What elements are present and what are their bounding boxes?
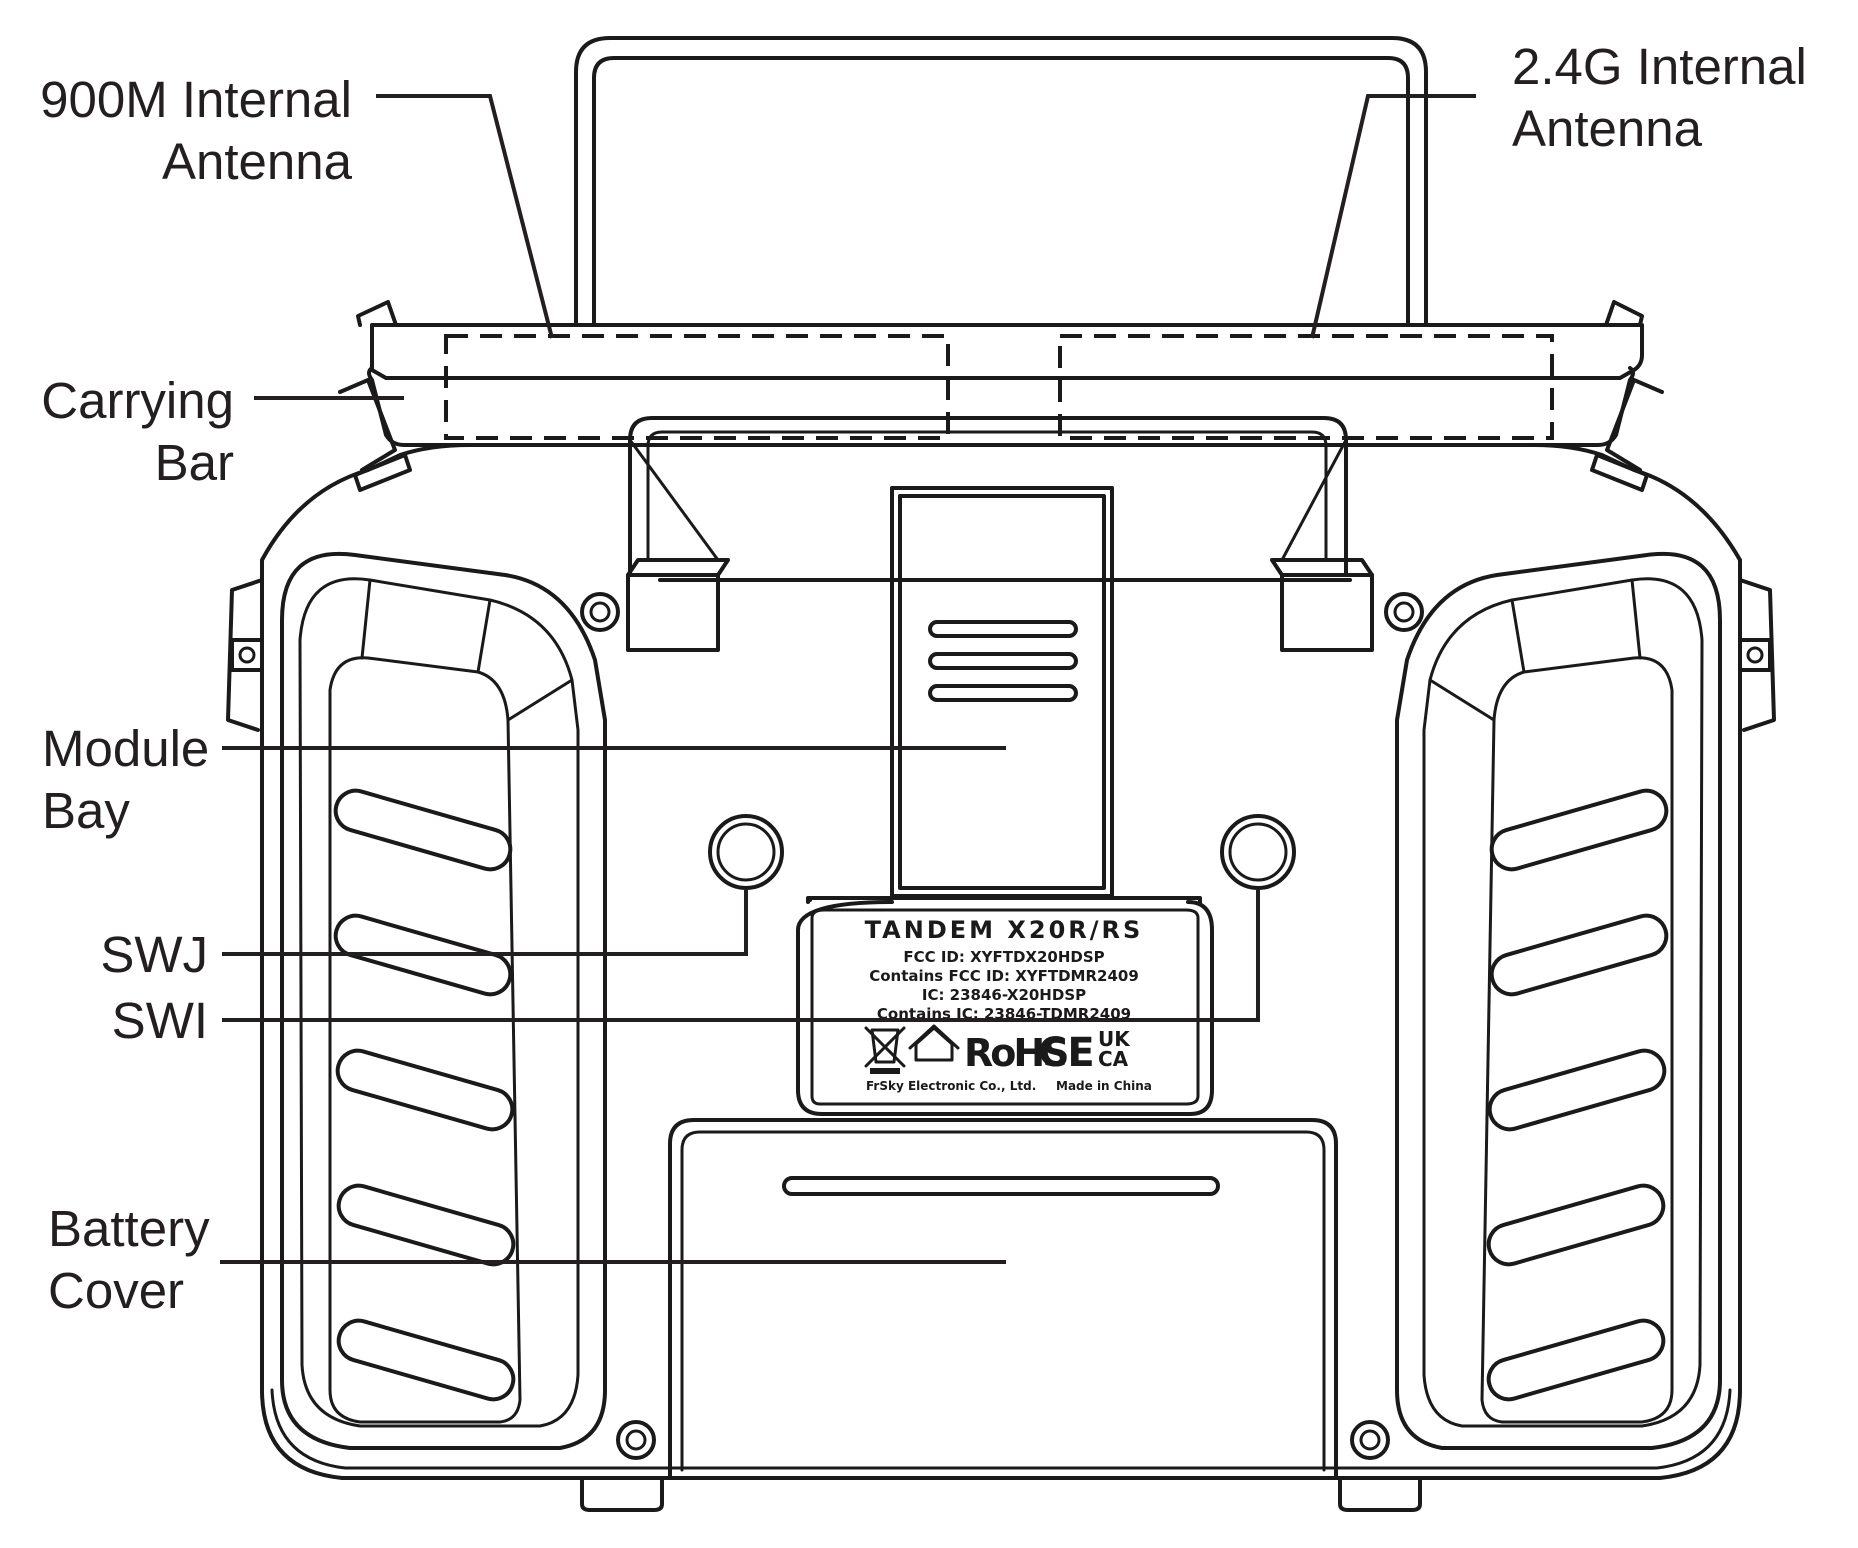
plate-manufacturer: FrSky Electronic Co., Ltd. — [866, 1079, 1036, 1093]
screw-top-left — [580, 592, 620, 632]
plate-ukca-top: UK — [1098, 1027, 1131, 1051]
antenna-24g-region — [1058, 334, 1554, 440]
label-battery-cover-line1: Battery — [48, 1200, 210, 1257]
label-battery-cover-line2: Cover — [48, 1262, 184, 1319]
carrying-bar — [338, 300, 1664, 492]
transmitter-body — [260, 416, 1742, 1512]
right-grip — [1395, 551, 1776, 1450]
left-grip — [226, 551, 607, 1450]
plate-ic: IC: 23846-X20HDSP — [922, 986, 1086, 1004]
plate-ce: CE — [1038, 1030, 1095, 1076]
screw-top-right — [1384, 592, 1424, 632]
leader-24g-antenna — [1310, 94, 1476, 339]
plate-origin: Made in China — [1056, 1079, 1152, 1093]
label-swi: SWI — [112, 992, 208, 1049]
plate-rohs: RoHS — [964, 1031, 1067, 1075]
label-900m-antenna-line1: 900M Internal — [40, 71, 352, 128]
leader-900m-antenna — [376, 94, 554, 339]
label-24g-antenna-line2: Antenna — [1512, 100, 1703, 157]
plate-fcc-id: FCC ID: XYFTDX20HDSP — [903, 948, 1104, 966]
screw-bottom-left — [616, 1420, 656, 1460]
leader-swj — [222, 890, 748, 956]
weee-bin-icon — [864, 1026, 906, 1074]
label-24g-antenna-line1: 2.4G Internal — [1512, 38, 1807, 95]
antenna-frame — [574, 36, 1428, 327]
label-swj: SWJ — [100, 926, 208, 983]
screw-bottom-right — [1350, 1420, 1390, 1460]
plate-model: TANDEM X20R/RS — [865, 916, 1144, 944]
label-module-bay-line1: Module — [42, 720, 209, 777]
label-carrying-bar-line2: Bar — [155, 434, 234, 491]
house-icon — [908, 1024, 960, 1062]
plate-ukca-bottom: CA — [1098, 1047, 1129, 1071]
swi-switch — [1220, 814, 1296, 890]
label-900m-antenna-line2: Antenna — [162, 133, 353, 190]
module-bay — [890, 486, 1114, 898]
antenna-900m-region — [444, 334, 950, 440]
label-carrying-bar-line1: Carrying — [41, 372, 234, 429]
leader-swi — [222, 890, 1260, 1022]
plate-contains-fcc-id: Contains FCC ID: XYFTDMR2409 — [869, 967, 1139, 985]
battery-cover — [668, 1118, 1338, 1480]
label-module-bay-line2: Bay — [42, 782, 130, 839]
label-plate: TANDEM X20R/RS FCC ID: XYFTDX20HDSP Cont… — [796, 896, 1214, 1116]
swj-switch — [708, 814, 784, 890]
